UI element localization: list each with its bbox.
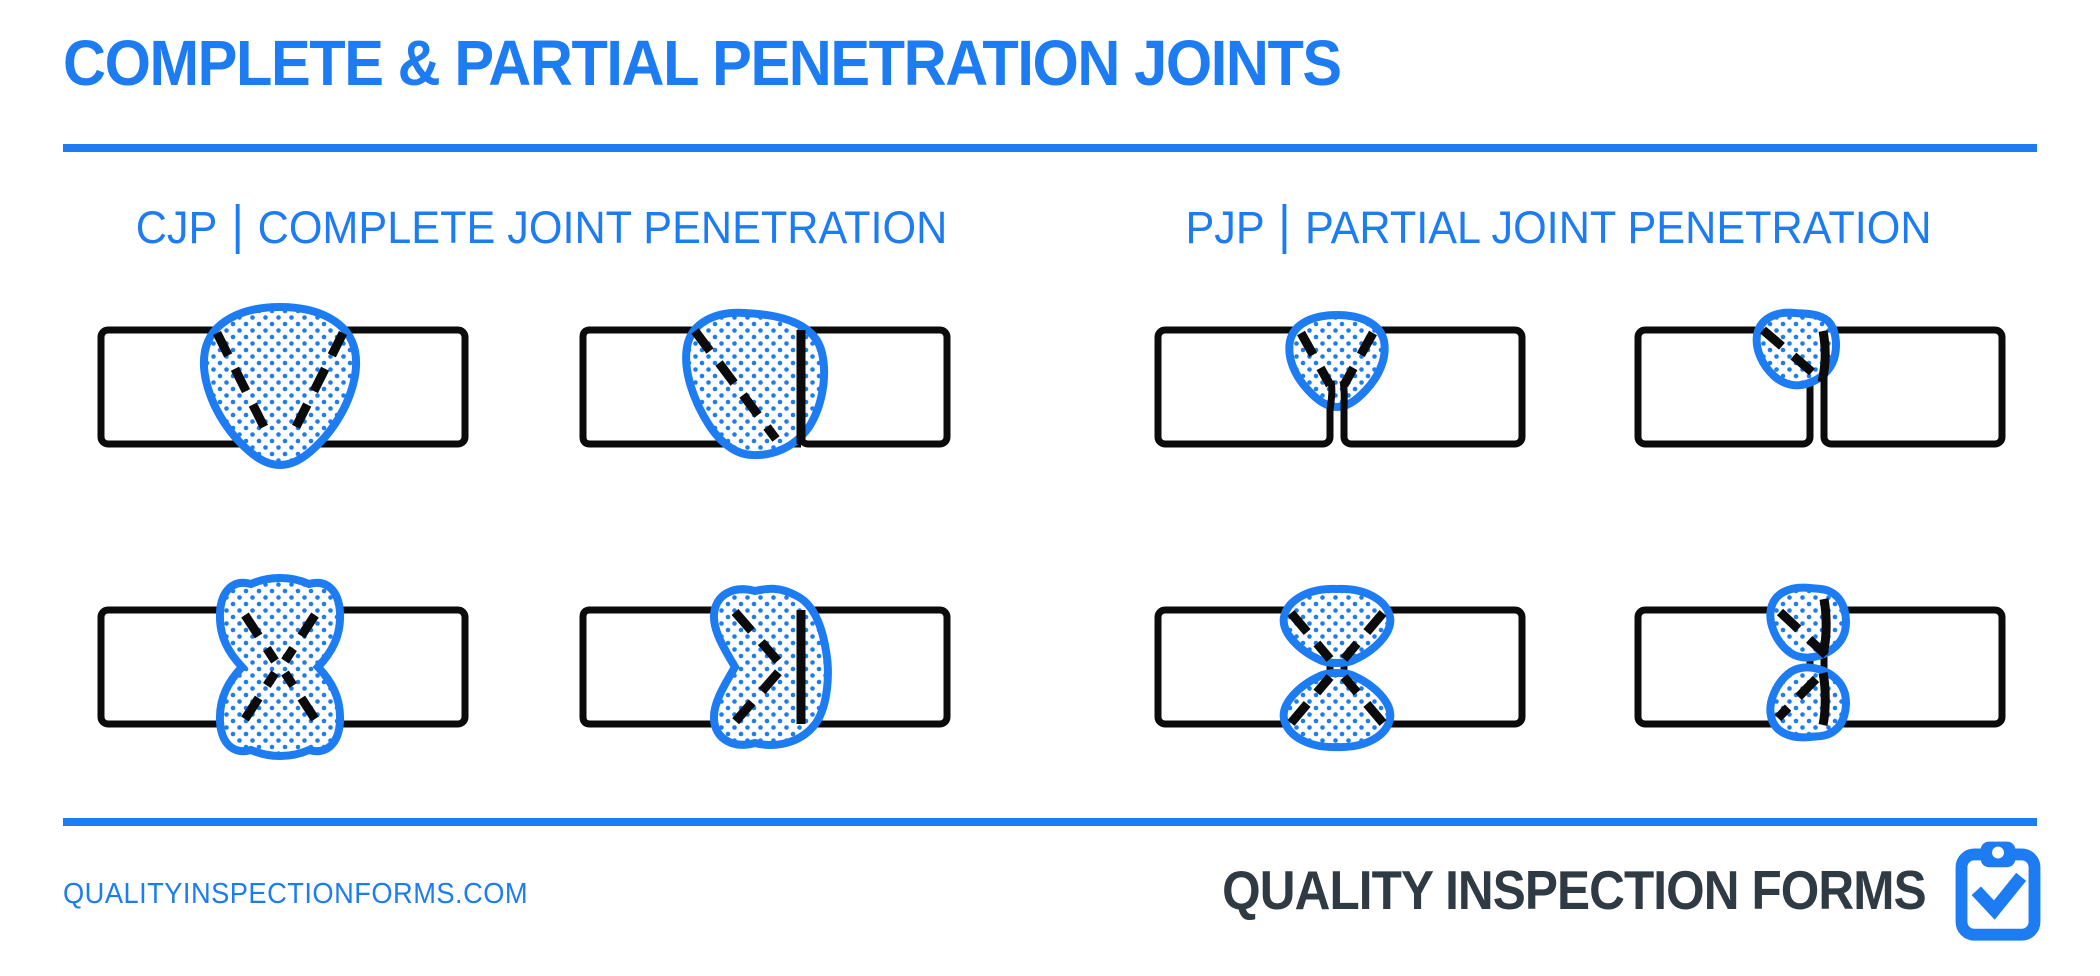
weld-bead <box>1752 308 1840 390</box>
page-title: COMPLETE & PARTIAL PENETRATION JOINTS <box>63 27 1342 99</box>
groove-line <box>1287 610 1334 662</box>
left-plate <box>1634 326 1814 448</box>
section-pjp-abbr: PJP <box>1185 202 1265 253</box>
section-pjp-title: PJP PARTIAL JOINT PENETRATION <box>1099 202 2018 254</box>
joint-edge-line <box>1817 330 1830 384</box>
right-plate <box>1820 606 2006 728</box>
section-cjp: CJP COMPLETE JOINT PENETRATION <box>63 196 1020 812</box>
title-separator-bar <box>1282 204 1287 254</box>
groove-line <box>1774 675 1820 722</box>
groove-line <box>281 612 319 664</box>
weld-bead-top <box>1766 583 1850 662</box>
section-pjp-name: PARTIAL JOINT PENETRATION <box>1305 202 1932 253</box>
groove-line <box>1776 608 1830 659</box>
weld-bead <box>682 308 828 460</box>
groove-line <box>1340 330 1377 388</box>
groove-line <box>731 609 789 725</box>
section-cjp-name: COMPLETE JOINT PENETRATION <box>257 202 948 253</box>
brand-lockup: QUALITY INSPECTION FORMS <box>1144 838 2044 942</box>
header-divider-rule <box>63 144 2037 152</box>
right-plate <box>1820 326 2006 448</box>
footer-divider-rule <box>63 818 2037 826</box>
weld-bead <box>709 584 832 749</box>
diagram-pjp-double-bevel <box>1634 583 2006 742</box>
joint-edge-line <box>1818 672 1830 726</box>
section-pjp: PJP PARTIAL JOINT PENETRATION <box>1080 196 2037 812</box>
groove-line <box>1340 674 1387 726</box>
diagram-pjp-double-v <box>1154 584 1526 752</box>
groove-line <box>291 330 348 430</box>
groove-line <box>1760 326 1815 376</box>
joint-edge-line <box>1818 598 1831 656</box>
groove-line <box>691 328 780 442</box>
weld-bead-bottom <box>1279 669 1395 752</box>
weld-bead <box>215 574 345 760</box>
left-plate <box>579 606 801 728</box>
groove-line <box>1297 330 1334 388</box>
diagram-pjp-single-v <box>1154 310 1526 448</box>
checkmark <box>1971 872 2027 920</box>
section-cjp-abbr: CJP <box>135 202 218 253</box>
diagram-pjp-single-bevel <box>1634 308 2006 448</box>
weld-bead <box>1285 310 1389 412</box>
root-face-line <box>1339 380 1348 412</box>
website-link[interactable]: QUALITYINSPECTIONFORMS.COM <box>63 878 529 910</box>
groove-line <box>1340 610 1387 662</box>
section-cjp-title: CJP COMPLETE JOINT PENETRATION <box>82 202 1001 254</box>
right-plate <box>1340 606 1526 728</box>
clipboard-clip-hole <box>1992 846 2004 859</box>
groove-line <box>1287 674 1334 726</box>
groove-line <box>212 330 269 430</box>
left-plate <box>1154 606 1334 728</box>
diagram-cjp-single-bevel <box>579 308 951 460</box>
diagram-cjp-double-v <box>97 574 469 760</box>
diagram-cjp-double-bevel <box>579 584 951 749</box>
weld-bead-top <box>1279 584 1395 667</box>
root-face-line <box>1326 380 1336 412</box>
groove-line <box>281 670 319 722</box>
clipboard-check-icon <box>1955 841 2041 941</box>
weld-bead <box>200 302 360 470</box>
diagram-cjp-single-v <box>97 302 469 470</box>
weld-bead-bottom <box>1766 663 1850 742</box>
brand-name: QUALITY INSPECTION FORMS <box>1222 859 1926 921</box>
groove-line <box>241 670 279 722</box>
left-plate <box>579 326 801 448</box>
groove-line <box>241 612 279 664</box>
title-separator-bar <box>235 204 240 254</box>
